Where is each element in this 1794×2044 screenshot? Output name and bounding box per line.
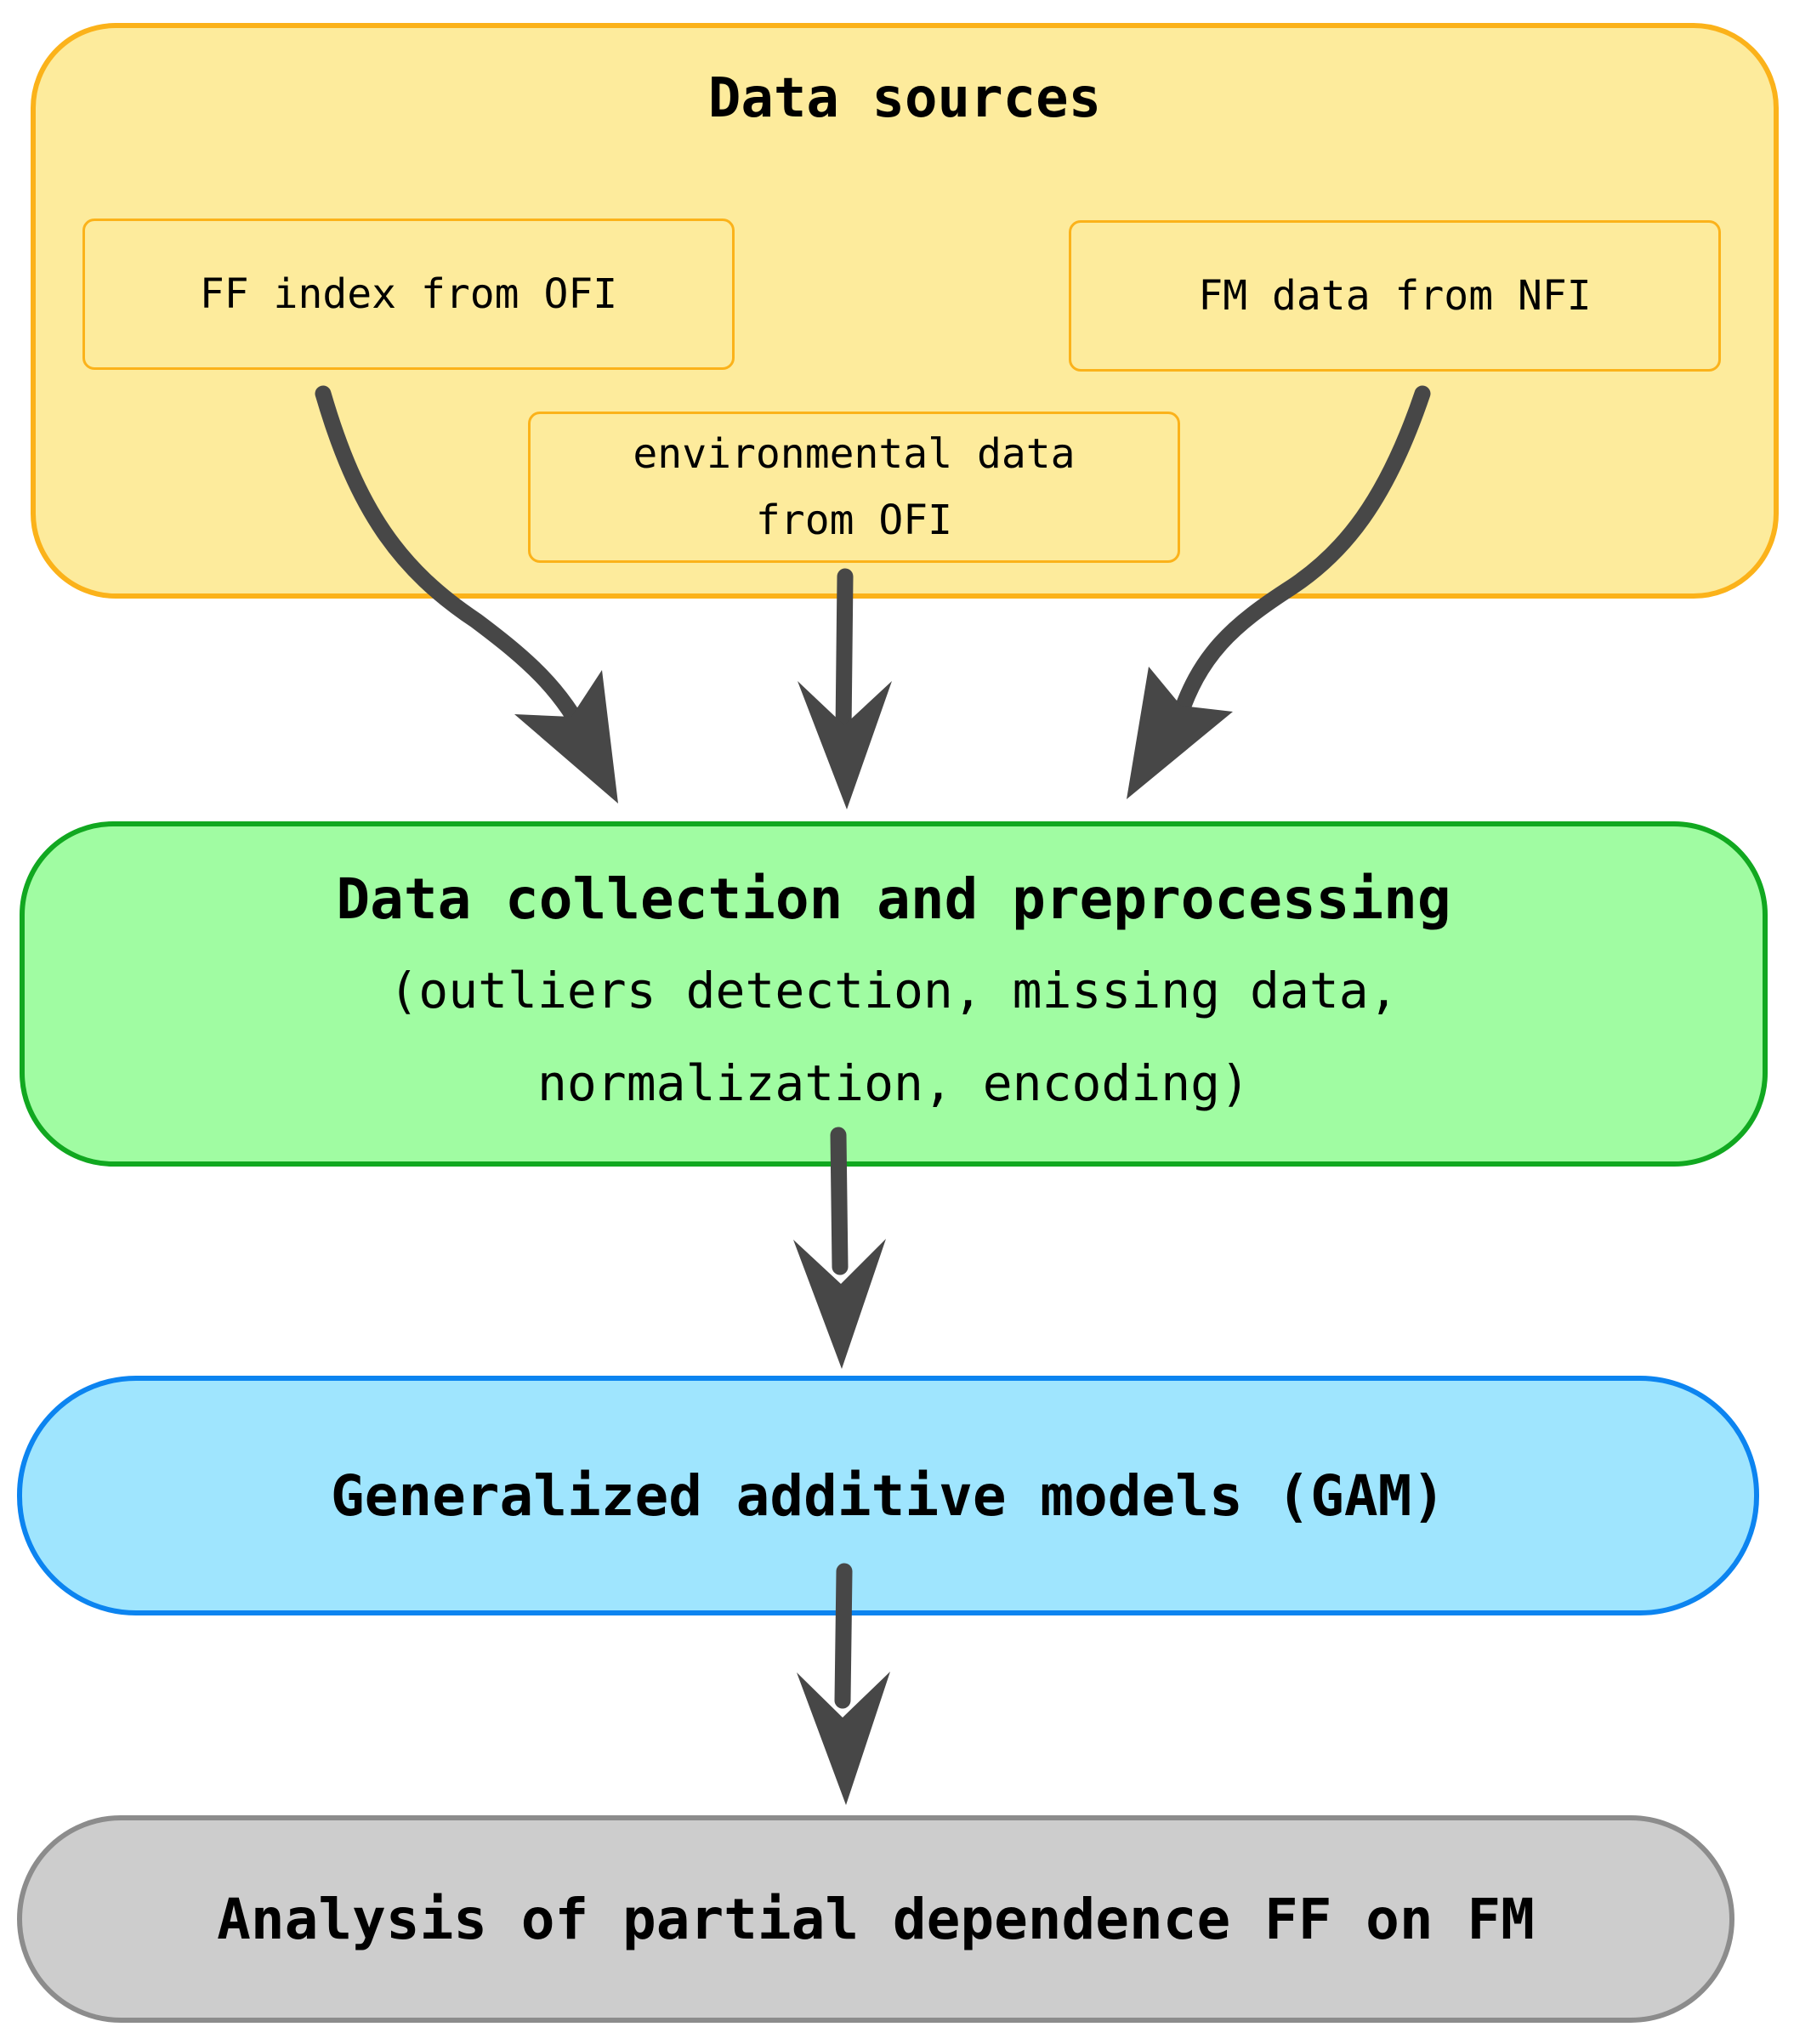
arrowhead-preprocessing-to-gam <box>793 1239 886 1369</box>
ff-index-source-label: FF index from OFI <box>199 270 618 318</box>
preprocessing-detail-line2: normalization, encoding) <box>536 1054 1251 1112</box>
fm-data-source-box: FM data from NFI <box>1069 220 1721 372</box>
gam-model-box: Generalized additive models (GAM) <box>17 1376 1759 1615</box>
arrowhead-env <box>798 681 892 809</box>
preprocessing-title: Data collection and preprocessing <box>336 866 1451 932</box>
ff-index-source-box: FF index from OFI <box>82 219 735 370</box>
arrow-env-to-preprocessing <box>835 568 854 740</box>
arrowhead-ff <box>514 670 618 803</box>
analysis-title: Analysis of partial dependence FF on FM <box>217 1886 1535 1952</box>
preprocessing-detail-line1: (outliers detection, missing data, <box>389 962 1399 1019</box>
environmental-data-source-box: environmental data from OFI <box>528 412 1180 563</box>
fm-data-source-label: FM data from NFI <box>1198 272 1592 320</box>
arrowhead-fm <box>1127 667 1233 799</box>
arrowhead-gam-to-analysis <box>797 1672 890 1805</box>
data-sources-title: Data sources <box>707 67 1102 130</box>
environmental-data-label-line1: environmental data <box>633 430 1076 478</box>
gam-model-title: Generalized additive models (GAM) <box>330 1462 1446 1529</box>
analysis-box: Analysis of partial dependence FF on FM <box>17 1815 1734 2023</box>
environmental-data-label-line2: from OFI <box>755 497 953 544</box>
preprocessing-box: Data collection and preprocessing (outli… <box>20 821 1768 1167</box>
